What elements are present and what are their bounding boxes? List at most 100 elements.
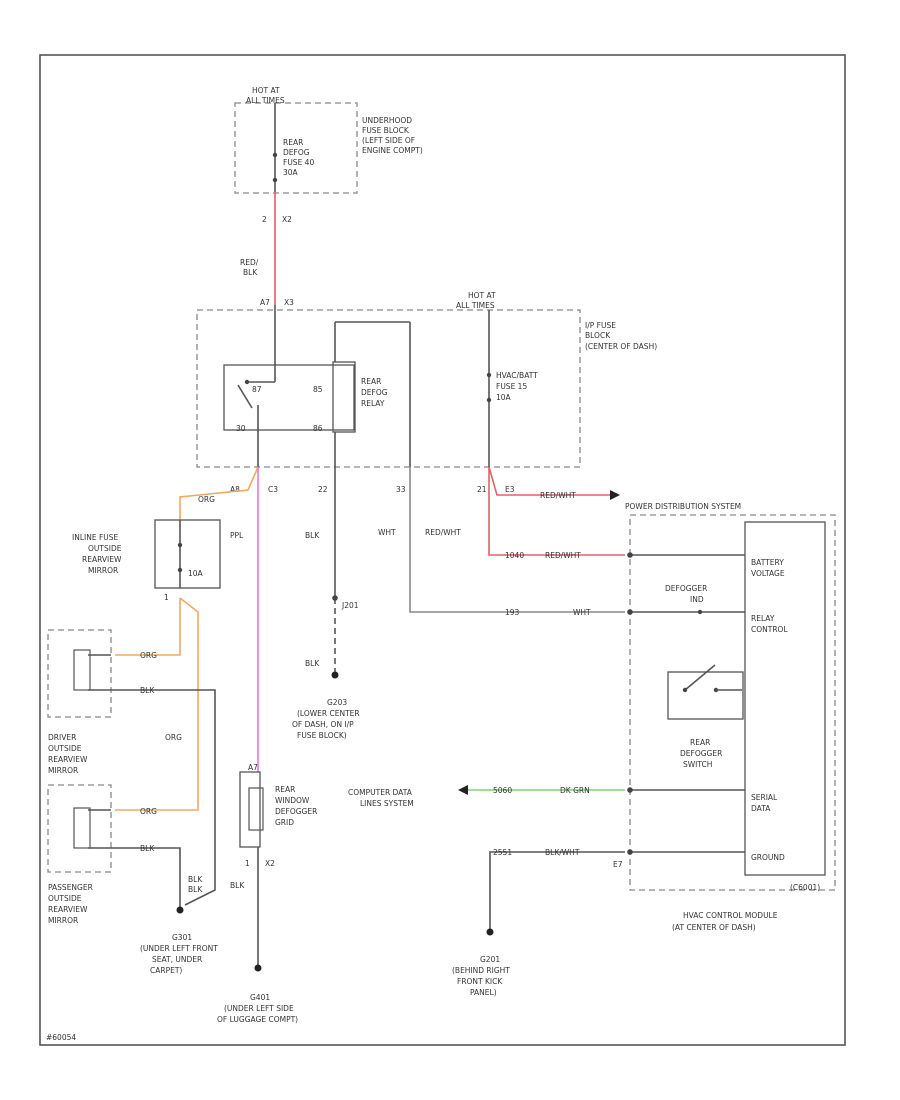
- wire-org-top: [179, 466, 259, 520]
- svg-text:COMPUTER DATA: COMPUTER DATA: [348, 788, 413, 797]
- grid-pin-a7: A7: [248, 763, 258, 772]
- svg-text:VOLTAGE: VOLTAGE: [751, 569, 785, 578]
- svg-text:REAR: REAR: [283, 138, 303, 147]
- ground-g401: [254, 964, 262, 972]
- inline-fuse-label: INLINE FUSE OUTSIDE REARVIEW MIRROR: [72, 533, 122, 575]
- svg-text:(UNDER LEFT SIDE: (UNDER LEFT SIDE: [224, 1004, 294, 1013]
- defogger-switch-box: [667, 671, 744, 720]
- wire-red-wht: [488, 466, 610, 496]
- wire-org-pass-label: ORG: [140, 807, 157, 816]
- g301-location: (UNDER LEFT FRONT SEAT, UNDER CARPET): [140, 944, 218, 975]
- hvac-inner-box: [744, 521, 826, 876]
- svg-text:E3: E3: [505, 485, 515, 494]
- svg-text:ENGINE COMPT): ENGINE COMPT): [362, 146, 423, 155]
- svg-text:30A: 30A: [283, 168, 299, 177]
- g401-label: G401: [250, 993, 270, 1002]
- ip-pin-x3: X3: [284, 298, 294, 307]
- computer-data-label: COMPUTER DATA LINES SYSTEM: [348, 788, 414, 808]
- svg-text:C3: C3: [268, 485, 278, 494]
- svg-text:OUTSIDE: OUTSIDE: [88, 544, 122, 553]
- g401-location: (UNDER LEFT SIDE OF LUGGAGE COMPT): [217, 1004, 298, 1024]
- svg-text:UNDERHOOD: UNDERHOOD: [362, 116, 412, 125]
- ground-g203: [331, 671, 339, 679]
- svg-text:ALL TIMES: ALL TIMES: [456, 301, 495, 310]
- svg-text:REAR: REAR: [361, 377, 381, 386]
- relay-pin-86: 86: [313, 424, 323, 433]
- svg-text:REARVIEW: REARVIEW: [82, 555, 122, 564]
- inline-fuse-box: [154, 519, 221, 589]
- svg-text:10A: 10A: [496, 393, 512, 402]
- svg-text:FUSE 40: FUSE 40: [283, 158, 314, 167]
- relay-pin-30: 30: [236, 424, 246, 433]
- wire-blk-wht: [489, 851, 625, 930]
- driver-mirror-label: DRIVER OUTSIDE REARVIEW MIRROR: [48, 733, 88, 775]
- blk-blk-label: BLK BLK: [188, 875, 203, 894]
- inline-fuse-10a: 10A: [188, 569, 204, 578]
- svg-text:X2: X2: [265, 859, 275, 868]
- wire-org-driver-label: ORG: [140, 651, 157, 660]
- svg-text:INLINE FUSE: INLINE FUSE: [72, 533, 119, 542]
- svg-text:SERIAL: SERIAL: [751, 793, 778, 802]
- svg-text:DEFOG: DEFOG: [361, 388, 388, 397]
- wire-blk-wht-label: BLK/WHT: [545, 848, 580, 857]
- svg-text:REAR: REAR: [690, 738, 710, 747]
- hot-at-all-times-ip-label: HOT AT ALL TIMES: [456, 291, 496, 310]
- wire-1-pin: 1: [164, 593, 169, 602]
- wire-5060-label: 5060: [493, 786, 512, 795]
- figure-code: #60054: [46, 1033, 76, 1042]
- g201-label: G201: [480, 955, 500, 964]
- underhood-fuse-block-outline: [234, 102, 358, 194]
- svg-text:(AT CENTER OF DASH): (AT CENTER OF DASH): [672, 923, 756, 932]
- wire-wht: [409, 467, 625, 613]
- svg-text:LINES SYSTEM: LINES SYSTEM: [360, 799, 414, 808]
- svg-text:CONTROL: CONTROL: [751, 625, 788, 634]
- svg-text:DEFOGGER: DEFOGGER: [275, 807, 317, 816]
- svg-text:MIRROR: MIRROR: [48, 766, 78, 775]
- svg-text:GRID: GRID: [275, 818, 294, 827]
- wire-red-wht-2: [488, 467, 625, 556]
- g201-location: (BEHIND RIGHT FRONT KICK PANEL): [452, 966, 510, 997]
- battery-voltage-label: BATTERY VOLTAGE: [751, 558, 785, 578]
- g203-location: (LOWER CENTER OF DASH, ON I/P FUSE BLOCK…: [292, 709, 360, 740]
- wire-red-wht-1-label: RED/WHT: [540, 491, 576, 500]
- wire-193-label: 193: [505, 608, 520, 617]
- svg-text:(LOWER CENTER: (LOWER CENTER: [297, 709, 360, 718]
- pin-top-2: 2: [262, 215, 267, 224]
- svg-text:RELAY: RELAY: [361, 399, 385, 408]
- svg-text:DEFOGGER: DEFOGGER: [665, 584, 707, 593]
- underhood-fuse-label: REAR DEFOG FUSE 40 30A: [283, 138, 314, 177]
- svg-text:(UNDER LEFT FRONT: (UNDER LEFT FRONT: [140, 944, 218, 953]
- relay-control-label: RELAY CONTROL: [751, 614, 788, 634]
- svg-text:FUSE BLOCK): FUSE BLOCK): [297, 731, 347, 740]
- wire-blk-driver-label: BLK: [140, 686, 155, 695]
- svg-text:IND: IND: [690, 595, 704, 604]
- svg-text:RED/: RED/: [240, 258, 259, 267]
- svg-text:REAR: REAR: [275, 785, 295, 794]
- svg-text:RELAY: RELAY: [751, 614, 775, 623]
- rear-window-defogger-label: REAR WINDOW DEFOGGER GRID: [275, 785, 317, 827]
- wire-red-wht-label: RED/WHT: [425, 528, 461, 537]
- wire-org-driver: [115, 598, 181, 656]
- svg-text:DEFOG: DEFOG: [283, 148, 310, 157]
- diagram-frame: [39, 54, 846, 1046]
- svg-text:DATA: DATA: [751, 804, 771, 813]
- g301-label: G301: [172, 933, 192, 942]
- j201-label: J201: [341, 601, 359, 610]
- svg-text:FUSE BLOCK: FUSE BLOCK: [362, 126, 410, 135]
- svg-text:ALL TIMES: ALL TIMES: [246, 96, 285, 105]
- svg-text:(BEHIND RIGHT: (BEHIND RIGHT: [452, 966, 510, 975]
- rear-defog-relay: [223, 364, 355, 431]
- wire-org-side-label: ORG: [165, 733, 182, 742]
- svg-text:BLOCK: BLOCK: [585, 331, 611, 340]
- svg-text:33: 33: [396, 485, 406, 494]
- pin-e7: E7: [613, 860, 623, 869]
- svg-text:BLK: BLK: [188, 875, 203, 884]
- hvac-module-label: HVAC CONTROL MODULE (AT CENTER OF DASH): [672, 911, 778, 932]
- svg-text:FUSE 15: FUSE 15: [496, 382, 527, 391]
- rear-window-defogger-grid: [239, 771, 261, 848]
- svg-text:HOT AT: HOT AT: [468, 291, 496, 300]
- wire-red-wht-2-label: RED/WHT: [545, 551, 581, 560]
- g203-label: G203: [327, 698, 347, 707]
- serial-data-label: SERIAL DATA: [751, 793, 778, 813]
- wire-2551-label: 2551: [493, 848, 512, 857]
